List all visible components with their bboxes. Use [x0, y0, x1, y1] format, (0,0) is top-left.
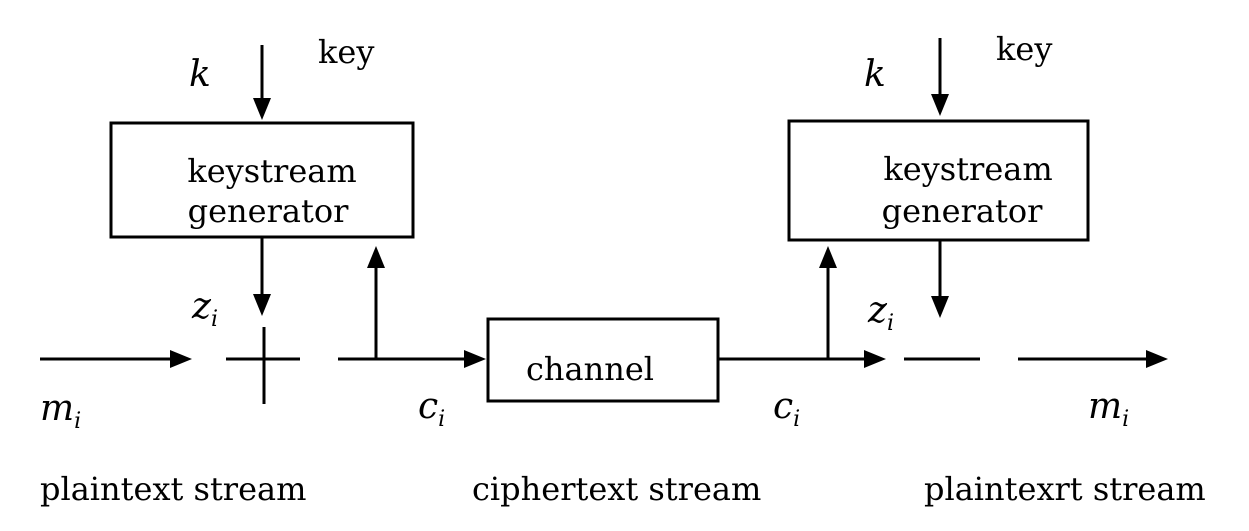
left-generator-label-line1: keystream	[187, 152, 356, 190]
plaintexrt-stream-caption: plaintexrt stream	[924, 470, 1206, 508]
right-k-symbol: k	[864, 54, 886, 95]
right-key-arrowhead	[931, 94, 949, 116]
right-generator-label-line1: keystream	[883, 150, 1052, 188]
left-m-symbol: mi	[40, 388, 81, 434]
left-key-label: key	[318, 33, 374, 71]
left-generator-label-line2: generator	[188, 192, 349, 230]
right-ciphertext-arrowhead	[864, 350, 886, 368]
left-feedback-arrowhead	[367, 246, 385, 268]
right-plaintext-arrowhead	[1146, 350, 1168, 368]
right-key-label: key	[996, 30, 1052, 68]
right-z-symbol: zi	[867, 290, 894, 336]
channel-label: channel	[526, 350, 654, 388]
right-c-symbol: ci	[773, 386, 800, 432]
left-plaintext-arrowhead	[170, 350, 192, 368]
ciphertext-stream-caption: ciphertext stream	[472, 470, 761, 508]
right-keystream-arrowhead	[931, 296, 949, 318]
left-k-symbol: k	[189, 54, 211, 95]
left-key-arrowhead	[253, 98, 271, 120]
left-z-symbol: zi	[191, 286, 218, 332]
right-generator-label-line2: generator	[882, 192, 1043, 230]
left-keystream-arrowhead	[253, 294, 271, 316]
right-feedback-arrowhead	[819, 246, 837, 268]
right-m-symbol: mi	[1088, 386, 1129, 432]
channel-box	[486, 317, 720, 403]
plaintext-stream-caption: plaintext stream	[40, 470, 306, 508]
left-c-symbol: ci	[418, 386, 445, 432]
left-ciphertext-arrowhead	[464, 350, 486, 368]
